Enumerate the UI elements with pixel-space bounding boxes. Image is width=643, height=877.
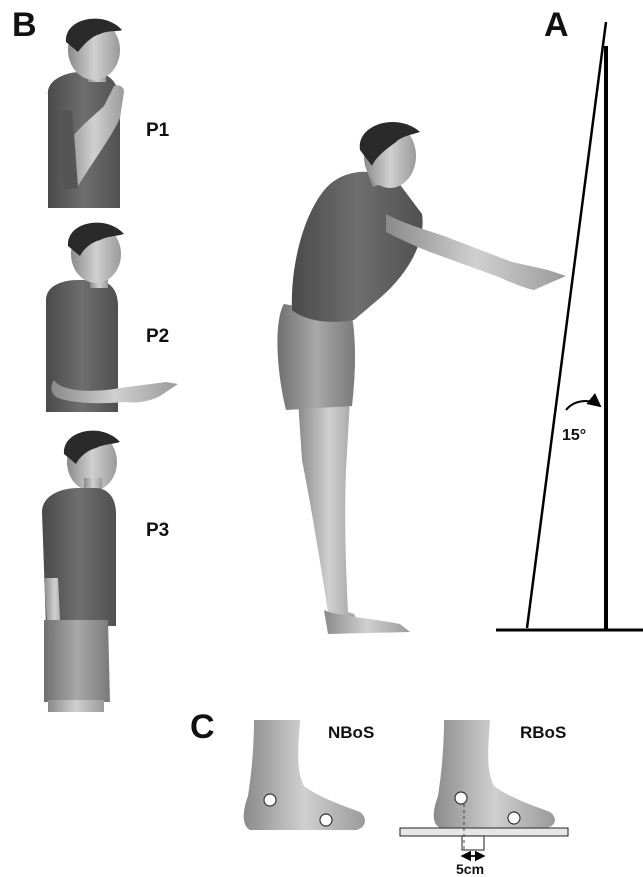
figure-p3 xyxy=(42,431,120,712)
panel-a-letter: A xyxy=(544,6,569,44)
support-board xyxy=(400,828,568,836)
marker-heel-rbos xyxy=(455,792,467,804)
marker-heel-nbos xyxy=(264,794,276,806)
width-label: 5cm xyxy=(456,861,484,877)
tilted-reference-line xyxy=(527,22,606,628)
position-label-p1: P1 xyxy=(146,120,170,141)
condition-label-rbos: RBoS xyxy=(520,723,566,742)
angle-arc xyxy=(566,401,600,410)
panel-c-letter: C xyxy=(190,708,215,746)
marker-toe-rbos xyxy=(508,812,520,824)
figure-forward-lean xyxy=(277,122,566,634)
narrow-support xyxy=(462,836,484,850)
panel-b-letter: B xyxy=(12,6,37,44)
angle-label: 15° xyxy=(562,427,586,444)
figure-p1 xyxy=(48,19,124,208)
condition-label-nbos: NBoS xyxy=(328,723,374,742)
marker-toe-nbos xyxy=(320,814,332,826)
figure-p2 xyxy=(46,223,178,412)
position-label-p3: P3 xyxy=(146,520,169,541)
position-label-p2: P2 xyxy=(146,326,169,347)
